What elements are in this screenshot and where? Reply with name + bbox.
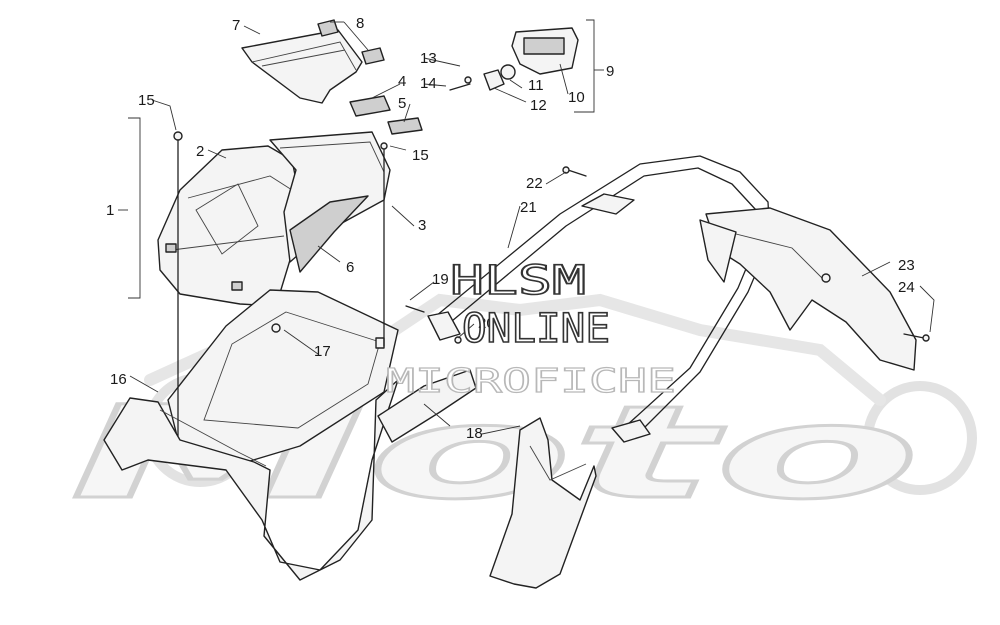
part-3-seat-base	[269, 131, 391, 263]
part-16-body-panel	[103, 379, 399, 581]
part-11-bulb	[500, 64, 516, 80]
callout-14: 14	[420, 75, 437, 92]
callout-3: 3	[418, 217, 426, 234]
callout-18: 18	[466, 425, 483, 442]
part-6-decal	[289, 195, 369, 273]
callout-20: 20	[478, 315, 495, 332]
part-24-bolt	[903, 333, 930, 342]
callout-16: 16	[110, 371, 127, 388]
watermark-wheel-right	[863, 381, 977, 495]
leader-lines	[118, 19, 935, 435]
part-21-grab-bar	[427, 155, 771, 443]
callout-22: 22	[526, 175, 543, 192]
callout-4: 4	[398, 73, 406, 90]
callout-17: 17	[314, 343, 331, 360]
callout-1: 1	[106, 202, 114, 219]
part-5-pad	[387, 117, 423, 135]
part-4-pad	[349, 95, 391, 117]
callout-12: 12	[530, 97, 547, 114]
part-2-seat-cover	[157, 145, 299, 307]
callout-7: 7	[232, 17, 240, 34]
hardware-fasteners	[173, 131, 587, 437]
watermark-line-2: ONLINE	[462, 306, 610, 352]
callout-6: 6	[346, 259, 354, 276]
callout-13: 13	[420, 50, 437, 67]
part-8-clips	[317, 19, 385, 65]
callout-2: 2	[196, 143, 204, 160]
callout-8: 8	[356, 15, 364, 32]
watermark-line-1: HLSM	[450, 258, 586, 304]
callout-15a: 15	[138, 92, 155, 109]
callout-11: 11	[528, 77, 544, 94]
part-17-tray	[167, 289, 399, 465]
part-13-14-screw	[449, 76, 472, 91]
watermark-line-3: MICROFICHE	[386, 361, 676, 400]
callout-10: 10	[568, 89, 585, 106]
part-7-bracket	[241, 29, 363, 104]
part-12-socket	[483, 69, 505, 91]
part-23-flap	[699, 207, 917, 371]
callout-24: 24	[898, 279, 915, 296]
callout-21: 21	[520, 199, 537, 216]
callout-23: 23	[898, 257, 915, 274]
part-18-trim-lower	[489, 417, 597, 589]
callout-15b: 15	[412, 147, 429, 164]
callout-9: 9	[606, 63, 614, 80]
callout-19: 19	[432, 271, 449, 288]
callout-5: 5	[398, 95, 406, 112]
part-10-tail-light	[511, 27, 579, 75]
callout-labels: 1 2 3 4 5 6 7 8 9 10 11 12 13 14 15 15 1…	[106, 15, 915, 442]
watermark-text: HLSM ONLINE MICROFICHE	[385, 257, 676, 400]
